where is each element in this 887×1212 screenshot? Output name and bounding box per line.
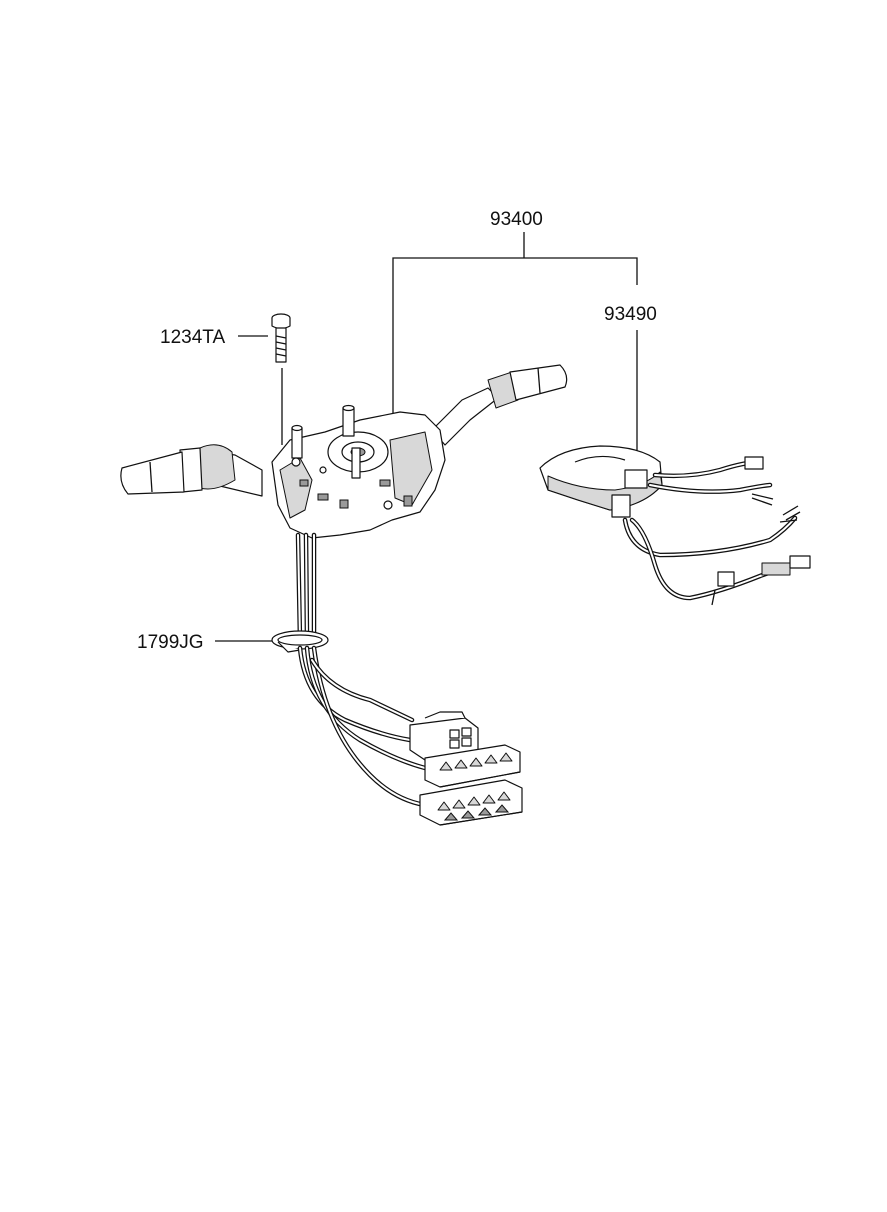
connector-middle [424, 744, 521, 788]
wire-harness-part [271, 532, 428, 808]
callout-1234TA: 1234TA [160, 327, 225, 348]
callout-1799JG: 1799JG [137, 632, 204, 653]
multifunction-switch-part [120, 364, 568, 539]
leader-lines [215, 232, 638, 642]
screw-part [271, 313, 291, 363]
callout-93490: 93490 [604, 304, 657, 325]
callout-93400: 93400 [490, 209, 543, 230]
connector-small [409, 711, 479, 761]
clock-spring-part [539, 445, 811, 606]
connector-large [419, 779, 523, 826]
